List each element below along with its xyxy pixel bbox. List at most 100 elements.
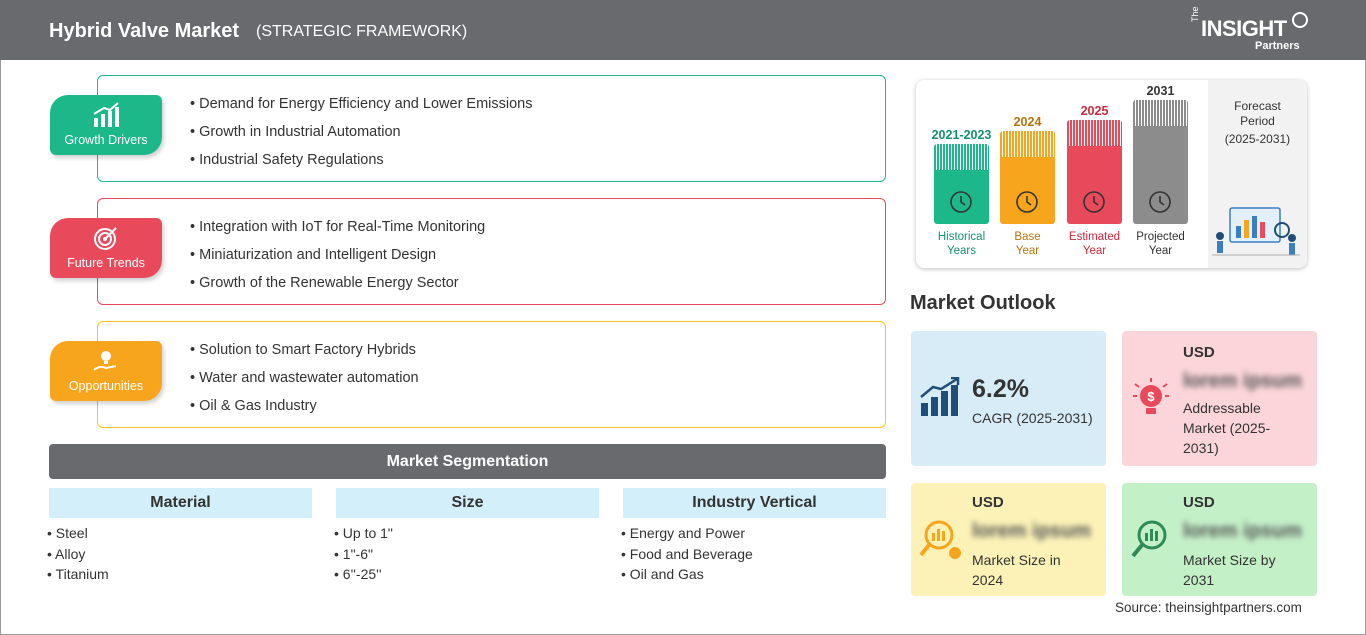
segmentation-heading: Market Segmentation bbox=[49, 444, 886, 479]
presentation-icon bbox=[1149, 191, 1171, 213]
money-lightbulb-icon: $ bbox=[1133, 378, 1169, 414]
timeline-caption-line: Year bbox=[1148, 245, 1173, 257]
timeline-caption-line: Projected bbox=[1136, 231, 1185, 243]
target-icon bbox=[94, 227, 117, 250]
segment-title: Industry Vertical bbox=[623, 488, 886, 518]
logo-the: The bbox=[1190, 6, 1200, 22]
market-outlook-title: Market Outlook bbox=[910, 292, 1056, 314]
header-bar: Hybrid Valve Market (STRATEGIC FRAMEWORK… bbox=[0, 0, 1366, 60]
list-item: Integration with IoT for Real-Time Monit… bbox=[190, 217, 485, 245]
addressable-desc: Addressable bbox=[1183, 400, 1261, 416]
list-item: Growth of the Renewable Energy Sector bbox=[190, 273, 485, 301]
gears-icon bbox=[1083, 191, 1105, 213]
timeline-year: 2021-2023 bbox=[931, 128, 992, 142]
lightbulb-hand-icon bbox=[93, 351, 117, 371]
size-2024-desc: Market Size in bbox=[972, 552, 1061, 568]
list-item: Alloy bbox=[47, 546, 312, 567]
timeline-bar bbox=[934, 144, 989, 224]
cagr-card: 6.2% CAGR (2025-2031) bbox=[911, 331, 1106, 466]
magnifier-chart-icon bbox=[919, 520, 961, 559]
timeline-caption-line: Year bbox=[1082, 245, 1107, 257]
list-item: Titanium bbox=[47, 566, 312, 587]
growth-drivers-card: Demand for Energy Efficiency and Lower E… bbox=[97, 75, 886, 182]
timeline-bar bbox=[1000, 131, 1055, 224]
usd-label: USD bbox=[1183, 344, 1215, 361]
list-item: Water and wastewater automation bbox=[190, 368, 419, 396]
analytics-people-icon bbox=[1212, 207, 1300, 256]
insight-partners-logo[interactable]: The INSIGHT Partners bbox=[1190, 6, 1320, 54]
forecast-label: Forecast bbox=[1234, 99, 1281, 113]
segment-size: Size Up to 1" 1"-6" 6''-25'' bbox=[336, 488, 599, 587]
page-subtitle: (STRATEGIC FRAMEWORK) bbox=[256, 23, 468, 40]
future-trends-list: Integration with IoT for Real-Time Monit… bbox=[190, 217, 485, 301]
page-title: Hybrid Valve Market bbox=[49, 20, 240, 42]
list-item: 6''-25'' bbox=[334, 566, 599, 587]
addressable-desc: 2031) bbox=[1183, 440, 1219, 456]
timeline-year: 2031 bbox=[1146, 84, 1175, 98]
future-trends-card: Integration with IoT for Real-Time Monit… bbox=[97, 198, 886, 305]
usd-label: USD bbox=[972, 494, 1004, 511]
logo-partners: Partners bbox=[1255, 40, 1300, 52]
market-size-2031-card: USD lorem ipsum Market Size by 2031 bbox=[1122, 483, 1317, 596]
timeline-caption-line: Years bbox=[947, 245, 976, 257]
timeline-caption-line: Base bbox=[1014, 231, 1041, 243]
forecast-label: Period bbox=[1240, 114, 1275, 128]
list-item: Food and Beverage bbox=[621, 546, 886, 567]
list-item: Oil & Gas Industry bbox=[190, 396, 419, 424]
size-2024-desc: 2024 bbox=[972, 572, 1004, 588]
list-item: Industrial Safety Regulations bbox=[190, 150, 533, 178]
timeline-caption-line: Year bbox=[1015, 245, 1040, 257]
list-item: Energy and Power bbox=[621, 525, 886, 546]
growth-drivers-list: Demand for Energy Efficiency and Lower E… bbox=[190, 94, 533, 178]
logo-insight: INSIGHT bbox=[1201, 16, 1287, 41]
cagr-value: 6.2% bbox=[972, 375, 1029, 403]
growth-drivers-badge: Growth Drivers bbox=[50, 95, 162, 155]
timeline-caption-line: Estimated bbox=[1068, 231, 1121, 243]
svg-text:$: $ bbox=[1147, 389, 1155, 404]
badge-label: Growth Drivers bbox=[64, 133, 148, 147]
forecast-range: (2025-2031) bbox=[1224, 132, 1291, 146]
list-item: Miniaturization and Intelligent Design bbox=[190, 245, 485, 273]
list-item: Up to 1" bbox=[334, 525, 599, 546]
blurred-value: lorem ipsum bbox=[1183, 520, 1302, 542]
calendar-icon bbox=[1016, 191, 1038, 213]
size-2031-desc: 2031 bbox=[1183, 572, 1215, 588]
magnifier-chart-icon bbox=[1131, 520, 1167, 558]
addressable-desc: Market (2025- bbox=[1183, 420, 1271, 436]
growth-chart-icon bbox=[93, 102, 119, 127]
badge-label: Opportunities bbox=[68, 379, 144, 393]
list-item: Solution to Smart Factory Hybrids bbox=[190, 340, 419, 368]
logo-swoosh-icon bbox=[1292, 12, 1308, 28]
list-item: Oil and Gas bbox=[621, 566, 886, 587]
opportunities-list: Solution to Smart Factory Hybrids Water … bbox=[190, 340, 419, 424]
segment-material: Material Steel Alloy Titanium bbox=[49, 488, 312, 587]
opportunities-badge: Opportunities bbox=[50, 341, 162, 401]
cagr-label: CAGR (2025-2031) bbox=[972, 410, 1093, 426]
market-size-2024-card: USD lorem ipsum Market Size in 2024 bbox=[911, 483, 1106, 596]
timeline-caption-line: Historical bbox=[937, 231, 986, 243]
blurred-value: lorem ipsum bbox=[1183, 370, 1302, 392]
timeline-bar bbox=[1133, 100, 1188, 224]
list-item: 1"-6" bbox=[334, 546, 599, 567]
future-trends-badge: Future Trends bbox=[50, 218, 162, 278]
source-note: Source: theinsightpartners.com bbox=[1115, 600, 1302, 615]
timeline-bar bbox=[1067, 120, 1122, 224]
history-icon bbox=[950, 191, 972, 213]
growth-chart-icon bbox=[920, 377, 960, 416]
segment-industry-vertical: Industry Vertical Energy and Power Food … bbox=[623, 488, 886, 587]
opportunities-card: Solution to Smart Factory Hybrids Water … bbox=[97, 321, 886, 428]
blurred-value: lorem ipsum bbox=[972, 520, 1091, 542]
badge-label: Future Trends bbox=[67, 256, 145, 270]
size-2031-desc: Market Size by bbox=[1183, 552, 1276, 568]
timeline-year: 2025 bbox=[1080, 104, 1109, 118]
segment-title: Size bbox=[336, 488, 599, 518]
list-item: Demand for Energy Efficiency and Lower E… bbox=[190, 94, 532, 122]
list-item: Steel bbox=[47, 525, 312, 546]
addressable-market-card: USD lorem ipsum $ Addressable Market (20… bbox=[1122, 331, 1317, 466]
timeline-year: 2024 bbox=[1013, 115, 1042, 129]
segment-title: Material bbox=[49, 488, 312, 518]
